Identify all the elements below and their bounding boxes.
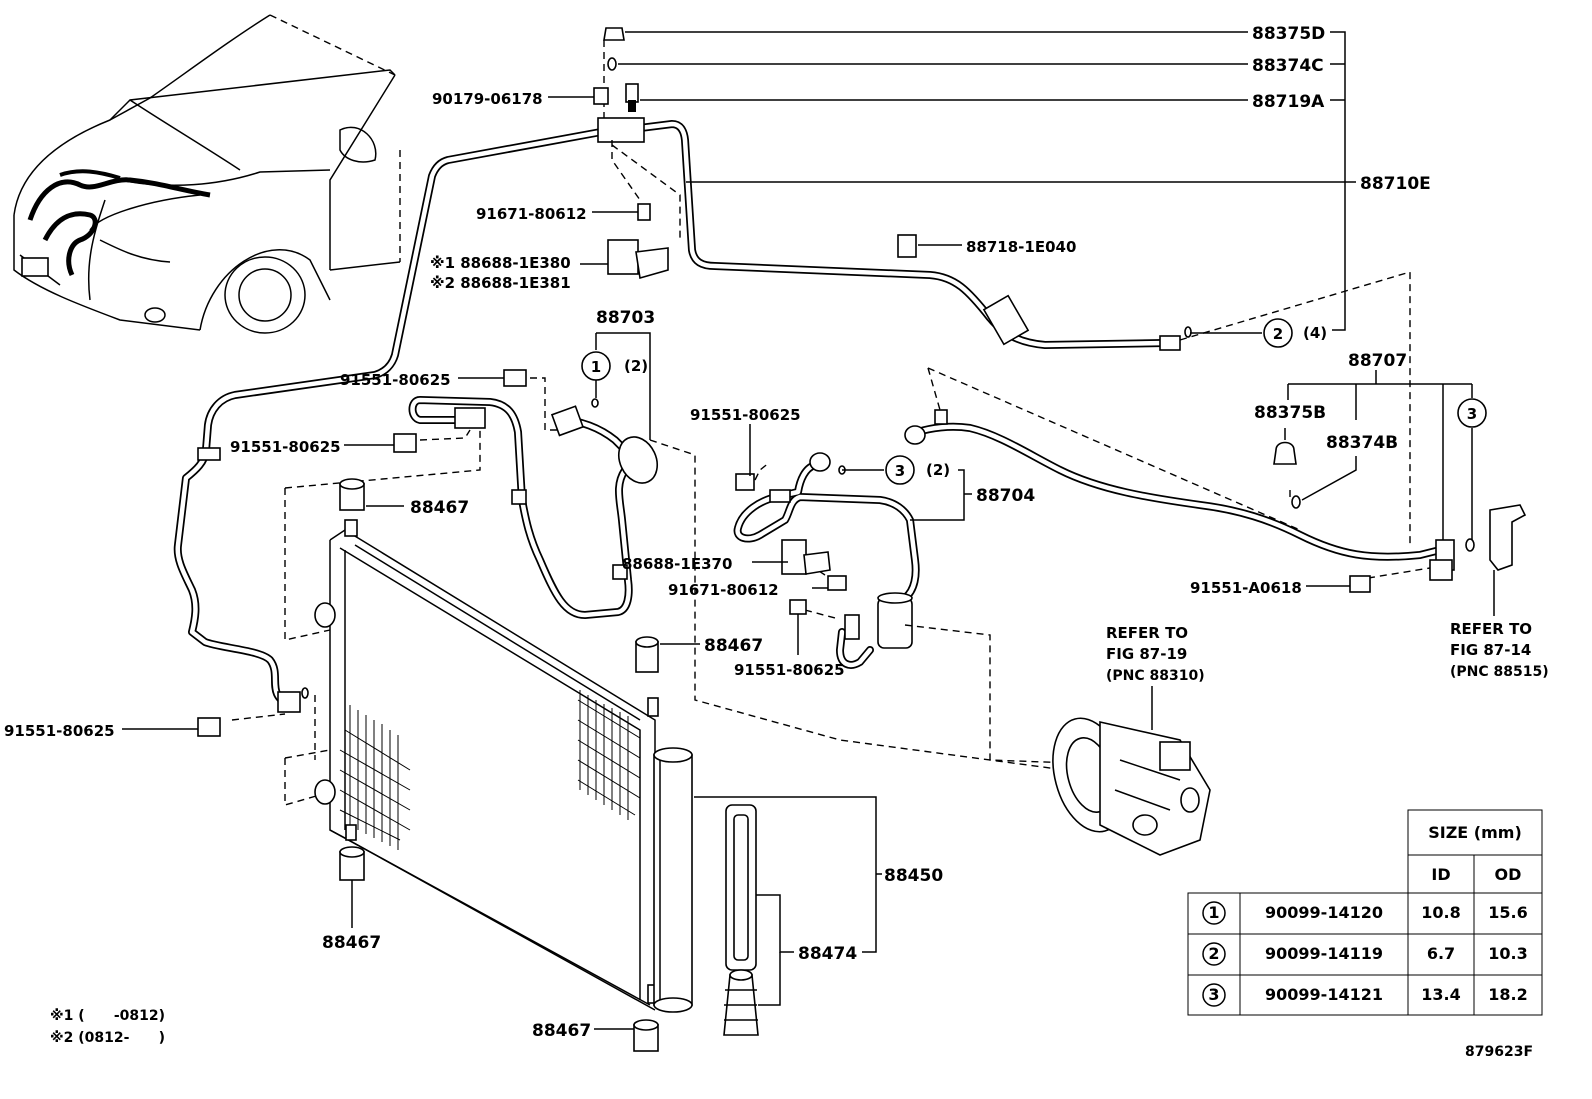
label-91551-A0618: 91551-A0618 <box>1190 579 1302 597</box>
ref-valve-line1: REFER TO <box>1450 620 1532 638</box>
label-88718-1E040: 88718-1E040 <box>966 238 1076 256</box>
part-labels: 88375D 88374C 88719A 88710E 90179-06178 … <box>4 24 1431 1041</box>
callouts: 1 (2) 2 (4) 3 (2) 3 <box>581 318 1487 485</box>
row-3-num: 3 <box>1208 985 1219 1004</box>
callout-1: 1 <box>591 358 601 376</box>
label-88375B: 88375B <box>1254 403 1326 423</box>
row-1-num: 1 <box>1208 903 1219 922</box>
label-91671-80612-top: 91671-80612 <box>476 205 587 223</box>
note-2: ※2 (0812- ) <box>50 1030 165 1046</box>
label-91551-80625-c: 91551-80625 <box>690 406 801 424</box>
ref-compressor-line3: (PNC 88310) <box>1106 668 1205 684</box>
label-88688-1E370: 88688-1E370 <box>622 555 732 573</box>
label-88474: 88474 <box>798 944 857 964</box>
qty-4: (4) <box>1303 324 1327 342</box>
note-1: ※1 ( -0812) <box>50 1008 165 1024</box>
pipe-88704 <box>733 452 920 669</box>
qty-2a: (2) <box>624 357 648 375</box>
label-91551-80625-d: 91551-80625 <box>734 661 845 679</box>
figure-id: 879623F <box>1465 1044 1533 1060</box>
col-od: OD <box>1495 865 1522 884</box>
pipe-88710E <box>173 117 1181 713</box>
qty-2b: (2) <box>926 461 950 479</box>
row-2-part: 90099-14119 <box>1265 944 1383 963</box>
row-1-part: 90099-14120 <box>1265 903 1383 922</box>
row-3-part: 90099-14121 <box>1265 985 1383 1004</box>
label-88450: 88450 <box>884 866 943 886</box>
compressor <box>1052 717 1211 856</box>
label-88703: 88703 <box>596 308 655 328</box>
size-table: SIZE (mm) ID OD 1 90099-14120 10.8 15.6 … <box>1187 809 1543 1016</box>
row-1-od: 15.6 <box>1488 903 1527 922</box>
row-2-od: 10.3 <box>1488 944 1527 963</box>
footnotes: ※1 ( -0812) ※2 (0812- ) 879623F <box>50 1008 1533 1060</box>
label-88467-top: 88467 <box>410 498 469 518</box>
row-3-od: 18.2 <box>1488 985 1527 1004</box>
label-88375D: 88375D <box>1252 24 1325 44</box>
label-91551-80625-a: 91551-80625 <box>340 371 451 389</box>
label-91551-80625-b: 91551-80625 <box>230 438 341 456</box>
label-88374B: 88374B <box>1326 433 1398 453</box>
callout-3b: 3 <box>1467 405 1477 423</box>
ref-compressor-line1: REFER TO <box>1106 624 1188 642</box>
leader-lines <box>122 31 1495 1030</box>
ref-valve-line3: (PNC 88515) <box>1450 664 1549 680</box>
label-88467-bottom-left: 88467 <box>322 933 381 953</box>
small-parts <box>197 27 1527 1052</box>
label-88688-1E380: ※1 88688-1E380 <box>430 254 571 272</box>
pipe-88703 <box>408 396 659 619</box>
label-88719A: 88719A <box>1252 92 1325 112</box>
ref-compressor-line2: FIG 87-19 <box>1106 645 1187 663</box>
dashed-guides <box>231 40 1431 806</box>
condenser-88450 <box>314 519 693 1013</box>
row-3-id: 13.4 <box>1421 985 1460 1004</box>
label-88707: 88707 <box>1348 351 1407 371</box>
refer-notes: REFER TO FIG 87-19 (PNC 88310) REFER TO … <box>1106 620 1549 684</box>
label-88710E: 88710E <box>1360 174 1431 194</box>
callout-2: 2 <box>1273 325 1283 343</box>
condenser-fins <box>339 690 641 850</box>
label-90179-06178: 90179-06178 <box>432 90 543 108</box>
pipe-88707 <box>904 409 1455 581</box>
col-id: ID <box>1431 865 1450 884</box>
car-illustration <box>13 14 401 334</box>
label-88467-mid: 88467 <box>704 636 763 656</box>
callout-3a: 3 <box>895 462 905 480</box>
row-2-num: 2 <box>1208 944 1219 963</box>
label-88704: 88704 <box>976 486 1035 506</box>
row-1-id: 10.8 <box>1421 903 1460 922</box>
size-header: SIZE (mm) <box>1428 823 1522 842</box>
label-88374C: 88374C <box>1252 56 1324 76</box>
label-88688-1E381: ※2 88688-1E381 <box>430 274 571 292</box>
row-2-id: 6.7 <box>1427 944 1455 963</box>
ref-valve-line2: FIG 87-14 <box>1450 641 1531 659</box>
label-91671-80612-mid: 91671-80612 <box>668 581 779 599</box>
label-88467-bottom: 88467 <box>532 1021 591 1041</box>
label-91551-80625-e: 91551-80625 <box>4 722 115 740</box>
